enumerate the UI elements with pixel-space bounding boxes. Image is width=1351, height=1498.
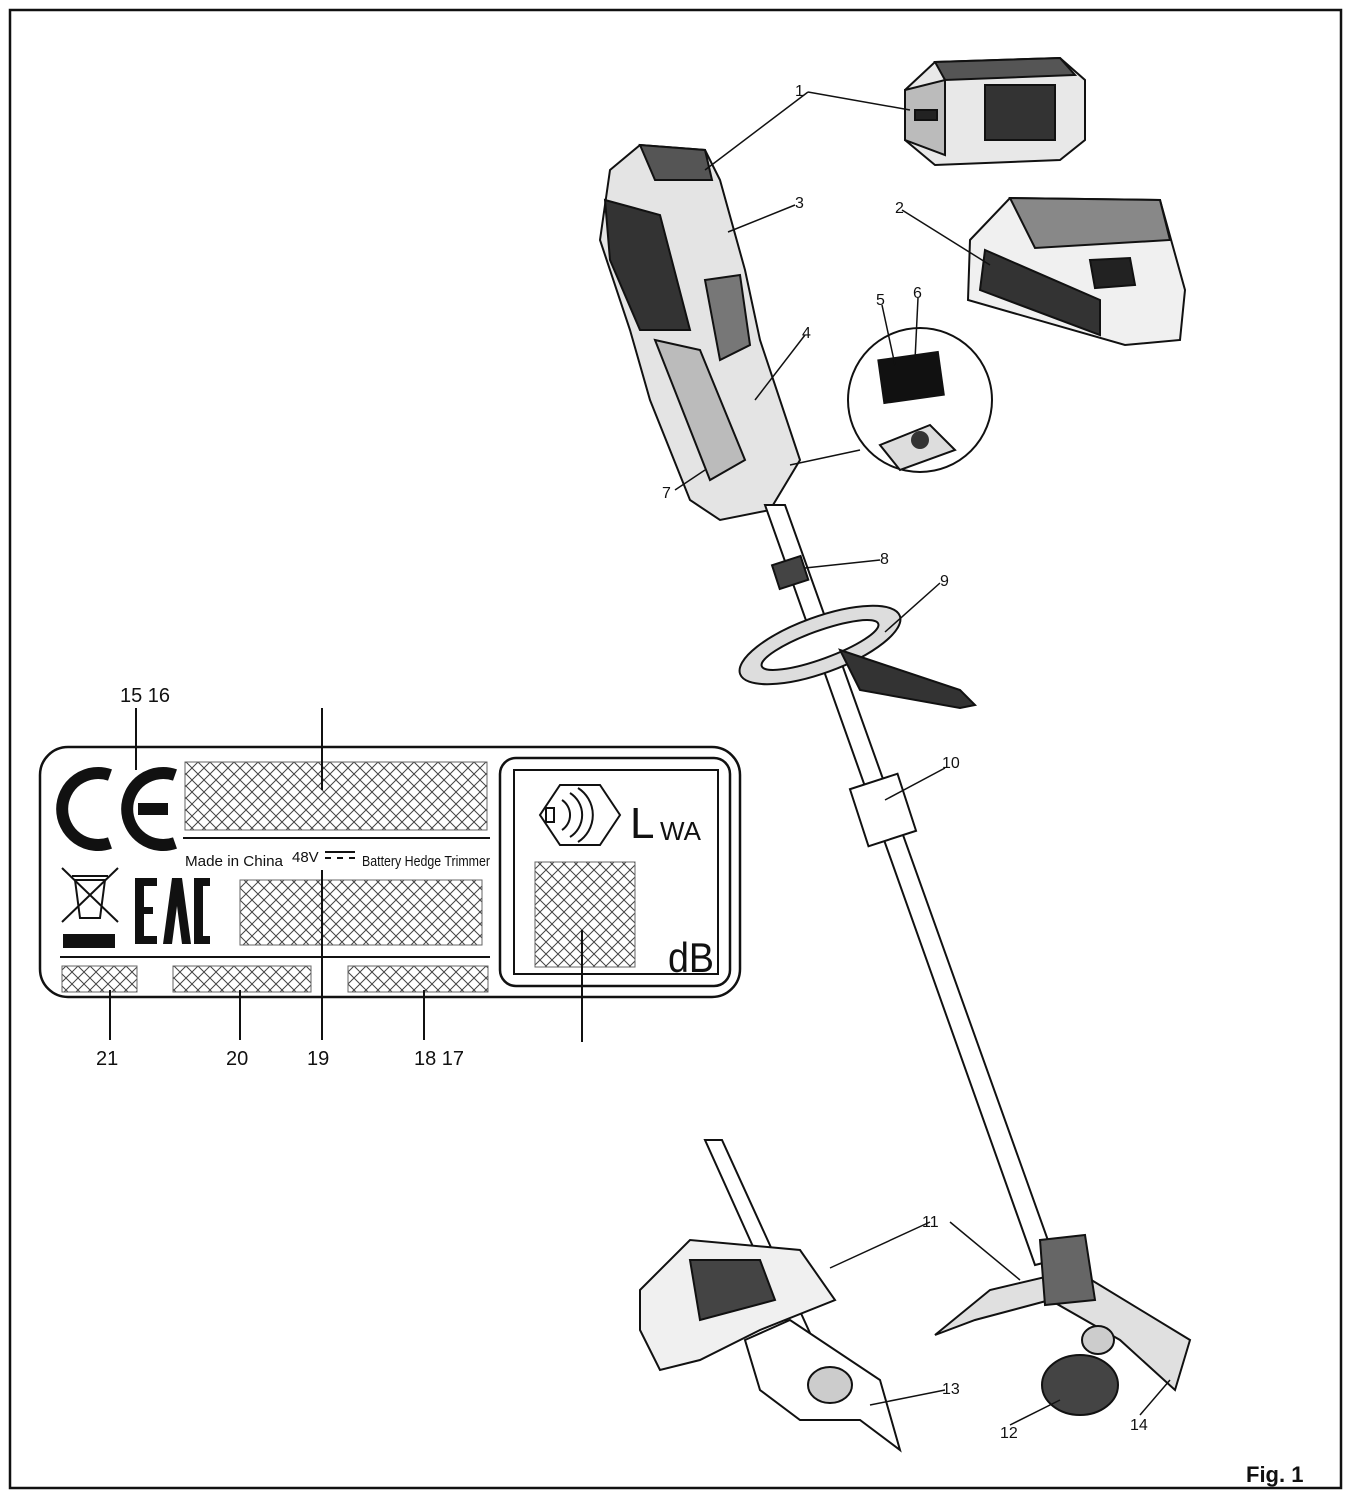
rating-label: Made in China 48V Battery Hedge Trimmer	[38, 685, 742, 1070]
sound-power-icon	[538, 784, 622, 846]
sound-unit-text: dB	[668, 934, 714, 981]
label-leader-lines	[109, 708, 583, 1042]
label-block-middle	[239, 879, 483, 946]
sound-subscript-text: WA	[660, 816, 702, 846]
dc-symbol-icon	[325, 851, 355, 859]
label-block-21	[61, 965, 138, 993]
callout-13: 13	[942, 1381, 960, 1398]
shaft-coupling	[770, 554, 810, 591]
callout-7: 7	[662, 485, 671, 502]
callout-12: 12	[1000, 1425, 1018, 1442]
sound-value-block	[534, 861, 636, 968]
shaft-release	[848, 772, 918, 848]
blade-assembly	[639, 1139, 902, 1453]
battery-charger	[966, 196, 1187, 347]
callout-15-16: 15 16	[120, 685, 170, 707]
callout-20: 20	[226, 1048, 248, 1070]
callout-10: 10	[942, 755, 960, 772]
status-indicator-square	[877, 350, 945, 405]
callout-5: 5	[876, 292, 885, 309]
figure-label: Fig. 1	[1246, 1462, 1303, 1487]
switch-detail-inset	[789, 327, 993, 473]
callout-4: 4	[802, 325, 811, 342]
callout-19: 19	[307, 1048, 329, 1070]
leader-lines	[674, 91, 1171, 1426]
sound-panel-inner	[513, 769, 719, 975]
weee-bin-icon	[61, 867, 119, 948]
battery-pack	[904, 56, 1086, 167]
callout-21: 21	[96, 1048, 118, 1070]
loop-handle	[738, 604, 978, 710]
made-in-text: Made in China	[185, 853, 284, 870]
trimmer-head	[934, 1233, 1192, 1416]
label-block-20	[172, 965, 312, 993]
voltage-text: 48V	[292, 849, 319, 866]
ce-mark-icon	[56, 767, 177, 851]
sound-symbol-text: L	[630, 799, 654, 848]
callout-2: 2	[895, 200, 904, 217]
eac-mark-icon	[135, 878, 210, 944]
callout-18-17: 18 17	[414, 1048, 464, 1070]
callout-8: 8	[880, 551, 889, 568]
callout-11: 11	[922, 1214, 939, 1231]
page-frame	[8, 8, 1343, 1490]
product-name-text: Battery Hedge Trimmer	[362, 853, 490, 870]
callout-numbers: 1 2 3 4 5 6 7 8 9 10 11 12 13 14	[662, 83, 1148, 1442]
callout-9: 9	[940, 573, 949, 590]
label-block-top	[184, 761, 488, 831]
callout-14: 14	[1130, 1417, 1148, 1434]
handle-housing	[598, 143, 802, 522]
callout-1: 1	[795, 83, 804, 100]
callout-3: 3	[795, 195, 804, 212]
label-block-18	[347, 965, 489, 993]
callout-6: 6	[913, 285, 922, 302]
